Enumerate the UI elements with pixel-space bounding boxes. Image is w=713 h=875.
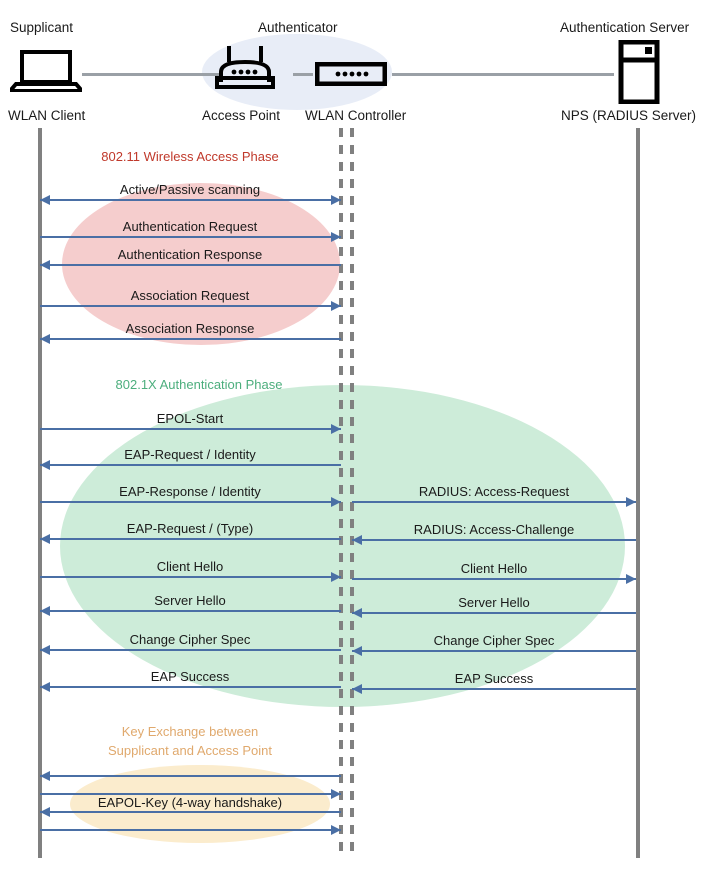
arrowhead-right-icon — [331, 572, 341, 582]
arrowhead-left-icon — [40, 195, 50, 205]
lifeline-supplicant — [38, 128, 42, 858]
phase-label-keyexchange-text: Key Exchange between Supplicant and Acce… — [107, 724, 273, 758]
server-rack-icon — [618, 39, 660, 109]
arrowhead-right-icon — [331, 424, 341, 434]
arrowhead-left-icon — [40, 807, 50, 817]
lifeline-authentication-server — [636, 128, 640, 858]
message-label: Active/Passive scanning — [119, 182, 261, 197]
message-label: Change Cipher Spec — [433, 633, 555, 648]
arrowhead-left-icon — [352, 535, 362, 545]
arrowhead-left-icon — [40, 682, 50, 692]
actor-device-wlan-controller: WLAN Controller — [305, 108, 407, 123]
message-line — [40, 686, 341, 688]
lifeline-access-point — [339, 128, 343, 858]
message-label: Client Hello — [156, 559, 224, 574]
message-line — [40, 305, 341, 307]
arrowhead-left-icon — [40, 534, 50, 544]
phase-label-keyexchange: Key Exchange between Supplicant and Acce… — [85, 722, 295, 760]
arrowhead-right-icon — [331, 232, 341, 242]
arrowhead-left-icon — [352, 608, 362, 618]
message-line — [40, 649, 341, 651]
message-label: Client Hello — [460, 561, 528, 576]
lifeline-wlan-controller — [350, 128, 354, 858]
message-label: EPOL-Start — [156, 411, 224, 426]
message-line — [40, 236, 341, 238]
arrowhead-right-icon — [626, 574, 636, 584]
message-label: Association Response — [125, 321, 255, 336]
actor-role-authentication-server: Authentication Server — [560, 20, 690, 35]
arrowhead-right-icon — [331, 497, 341, 507]
message-line — [40, 464, 341, 466]
message-line — [40, 199, 341, 201]
arrowhead-right-icon — [626, 497, 636, 507]
arrowhead-left-icon — [40, 260, 50, 270]
arrowhead-left-icon — [40, 645, 50, 655]
arrowhead-left-icon — [40, 460, 50, 470]
message-line — [40, 338, 341, 340]
actor-device-wlan-client: WLAN Client — [8, 108, 86, 123]
message-label: Authentication Request — [122, 219, 258, 234]
message-label: EAP Success — [150, 669, 230, 684]
arrowhead-left-icon — [352, 684, 362, 694]
arrowhead-right-icon — [331, 301, 341, 311]
arrowhead-left-icon — [352, 646, 362, 656]
message-line — [40, 775, 341, 777]
phase-label-8021x: 802.1X Authentication Phase — [115, 377, 283, 392]
arrowhead-left-icon — [40, 771, 50, 781]
message-line — [40, 501, 341, 503]
actor-role-authenticator: Authenticator — [258, 20, 338, 35]
actor-role-supplicant: Supplicant — [10, 20, 74, 35]
arrowhead-left-icon — [40, 606, 50, 616]
laptop-icon — [5, 50, 87, 97]
wlan-controller-icon — [314, 61, 388, 91]
message-line — [40, 538, 341, 540]
arrowhead-right-icon — [331, 825, 341, 835]
message-line — [352, 688, 636, 690]
message-label: EAP Success — [454, 671, 534, 686]
message-label: Authentication Response — [117, 247, 263, 262]
message-label: RADIUS: Access-Challenge — [413, 522, 575, 537]
message-line — [40, 793, 341, 795]
message-label: Change Cipher Spec — [129, 632, 251, 647]
message-label: Server Hello — [458, 595, 530, 610]
arrowhead-left-icon — [40, 334, 50, 344]
message-label: Server Hello — [154, 593, 226, 608]
message-label: Association Request — [130, 288, 250, 303]
arrowhead-right-icon — [331, 789, 341, 799]
message-label: RADIUS: Access-Request — [418, 484, 570, 499]
message-line — [40, 264, 341, 266]
wire-client-to-ap — [82, 73, 220, 76]
message-line — [40, 610, 341, 612]
message-line — [352, 501, 636, 503]
message-label: EAP-Response / Identity — [119, 484, 261, 499]
message-line — [40, 576, 341, 578]
actor-device-nps-radius-server: NPS (RADIUS Server) — [561, 108, 697, 123]
message-line — [352, 650, 636, 652]
message-label: EAPOL-Key (4-way handshake) — [97, 795, 283, 810]
wire-ap-to-controller — [293, 73, 313, 76]
message-line — [352, 539, 636, 541]
message-line — [40, 428, 341, 430]
message-line — [352, 578, 636, 580]
phase-label-80211: 802.11 Wireless Access Phase — [101, 149, 279, 164]
message-line — [352, 612, 636, 614]
arrowhead-right-icon — [331, 195, 341, 205]
message-label: EAP-Request / (Type) — [126, 521, 254, 536]
message-label: EAP-Request / Identity — [124, 447, 256, 462]
actor-device-access-point: Access Point — [202, 108, 281, 123]
message-line — [40, 829, 341, 831]
message-line — [40, 811, 341, 813]
wire-controller-to-server — [392, 73, 614, 76]
wireless-access-point-icon — [214, 44, 276, 95]
